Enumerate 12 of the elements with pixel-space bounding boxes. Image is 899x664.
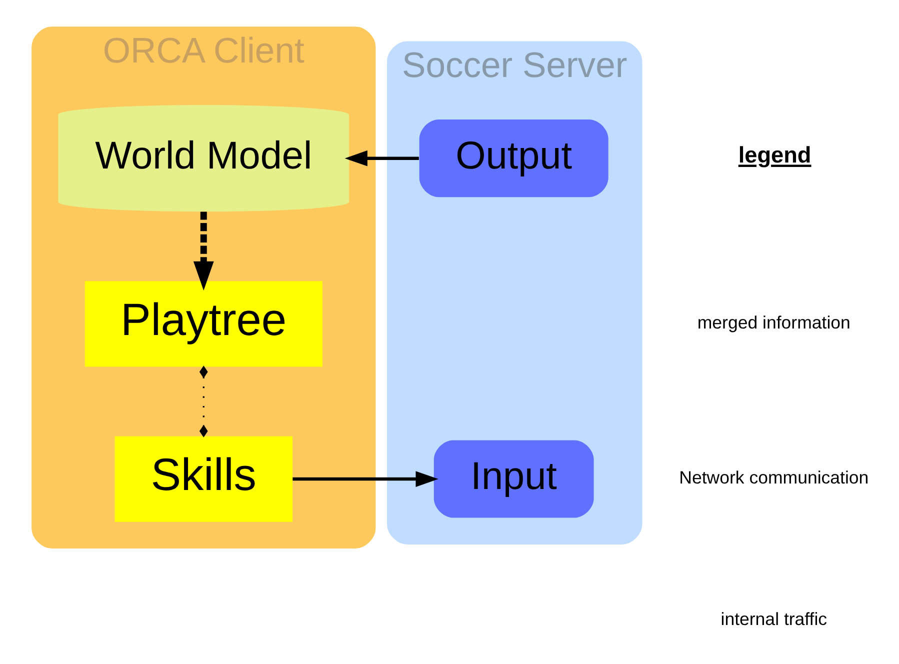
label: legend (738, 142, 811, 168)
legend-label: internal traffic (720, 608, 827, 629)
node-box: Playtree (84, 281, 322, 367)
legend-label: merged information (696, 312, 850, 332)
node-box: Skills (114, 436, 292, 522)
node-box: Input (433, 440, 594, 518)
node-box: Output (418, 120, 608, 198)
arrow (192, 212, 214, 290)
legend-label: Network communication (678, 468, 868, 488)
arrow (344, 150, 418, 166)
arrow (292, 471, 438, 487)
connector (198, 366, 208, 438)
